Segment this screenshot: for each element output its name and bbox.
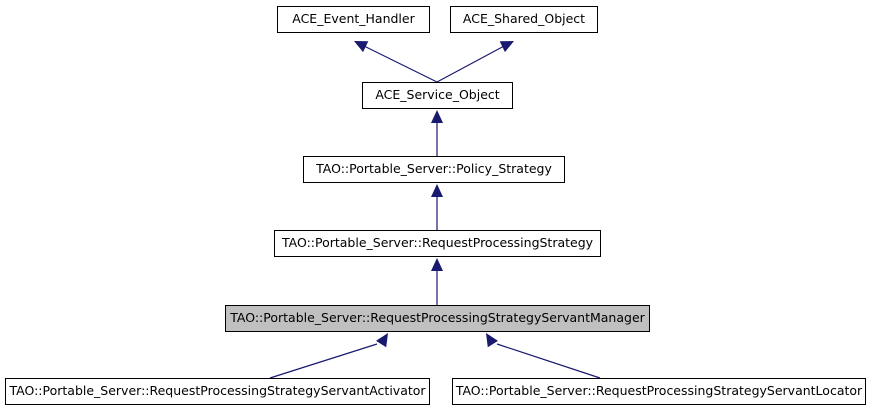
class-node-label: TAO::Portable_Server::RequestProcessingS… [455,383,863,399]
class-node-request-processing-strategy-servant-activator[interactable]: TAO::Portable_Server::RequestProcessingS… [5,378,430,405]
class-node-request-processing-strategy[interactable]: TAO::Portable_Server::RequestProcessingS… [274,230,601,257]
edge-service-object-to-event-handler [354,41,438,83]
inheritance-arrowhead-icon [431,110,443,123]
class-node-policy-strategy[interactable]: TAO::Portable_Server::Policy_Strategy [303,156,565,183]
inheritance-arrowhead-icon [376,333,388,348]
class-node-label: TAO::Portable_Server::RequestProcessingS… [9,383,426,399]
class-node-label: TAO::Portable_Server::Policy_Strategy [316,161,552,177]
edge-servant-manager-to-request-processing-strategy [431,258,443,305]
inheritance-arrowhead-icon [431,258,443,271]
class-node-label: ACE_Shared_Object [462,11,586,27]
class-node-ace-shared-object[interactable]: ACE_Shared_Object [450,6,598,33]
class-node-label: TAO::Portable_Server::RequestProcessingS… [230,310,645,326]
inheritance-edge-line [361,44,438,83]
inheritance-edge-line [496,343,601,379]
class-node-label: ACE_Service_Object [375,87,500,103]
edge-servant-locator-to-servant-manager [486,333,601,379]
class-node-ace-event-handler[interactable]: ACE_Event_Handler [277,6,430,33]
inheritance-edge-line [269,343,378,379]
inheritance-arrowhead-icon [354,41,369,53]
edge-servant-activator-to-servant-manager [269,333,388,379]
class-node-label: ACE_Event_Handler [292,11,415,27]
inheritance-arrowhead-icon [499,41,514,53]
edge-policy-strategy-to-service-object [431,110,443,156]
class-node-request-processing-strategy-servant-manager[interactable]: TAO::Portable_Server::RequestProcessingS… [225,305,650,332]
class-node-label: TAO::Portable_Server::RequestProcessingS… [281,235,594,251]
class-node-ace-service-object[interactable]: ACE_Service_Object [362,82,513,109]
inheritance-edge-line [436,44,507,83]
inheritance-arrowhead-icon [431,184,443,197]
edge-service-object-to-shared-object [436,41,514,83]
inheritance-arrowhead-icon [486,333,498,348]
edge-request-processing-strategy-to-policy-strategy [431,184,443,230]
class-node-request-processing-strategy-servant-locator[interactable]: TAO::Portable_Server::RequestProcessingS… [452,378,866,405]
